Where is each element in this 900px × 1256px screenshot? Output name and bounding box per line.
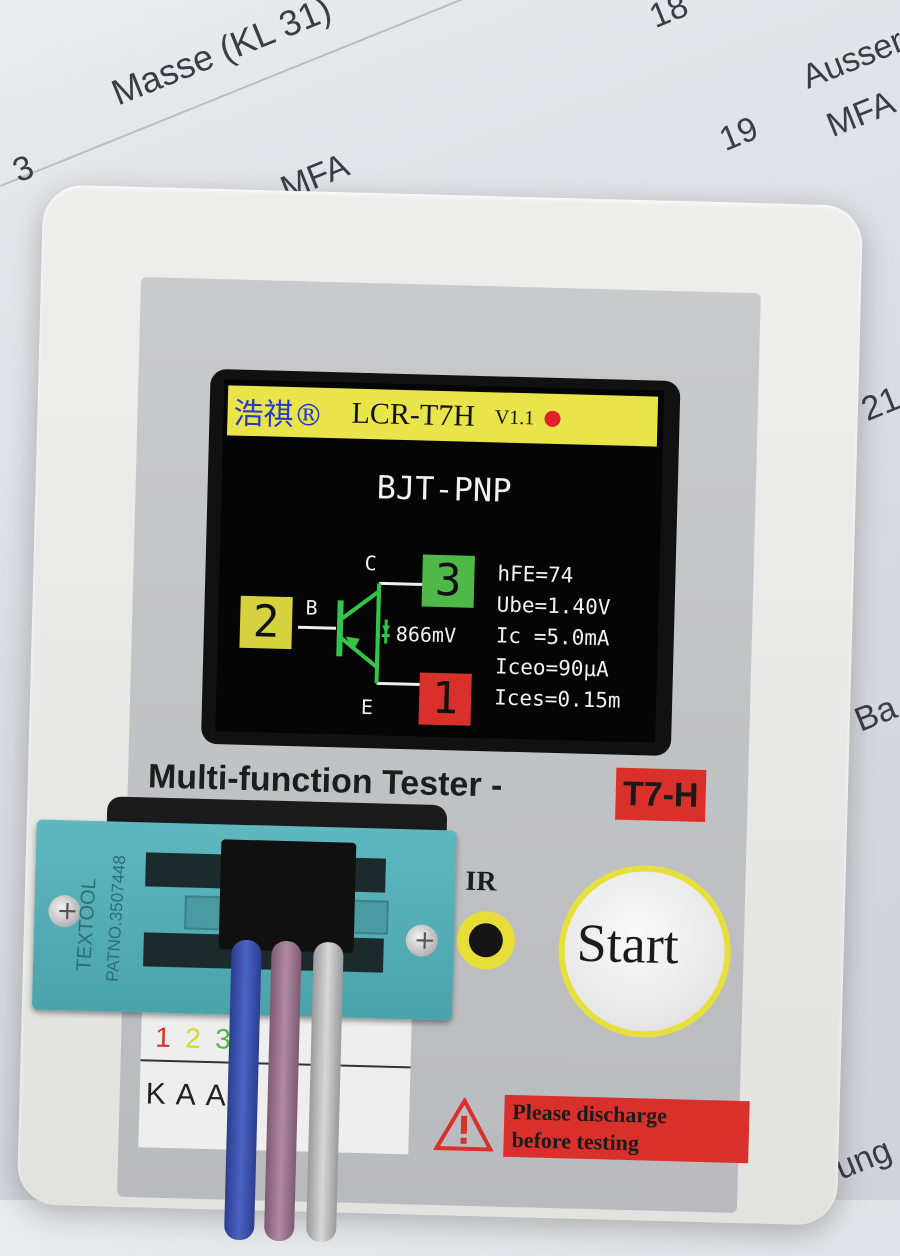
front-panel: 浩祺® LCR-T7H V1.1 BJT-PNP [117,277,761,1213]
reading-hfe: hFE=74 [497,561,573,587]
reading-ic: Ic =5.0mA [496,623,610,650]
collector-pin-badge: 3 [422,555,475,608]
ir-receiver-icon [456,911,515,970]
firmware-version: V1.1 [495,406,535,430]
grey-test-lead [306,942,344,1243]
paper-text-18: 18 [644,0,694,37]
legend-letter-a2: A [205,1079,226,1114]
legend-letter-k: K [145,1077,166,1112]
socket-patent: PATNO.3507448 [103,855,131,983]
base-label: B [305,595,318,619]
diode-voltage: 866mV [396,622,457,648]
screw-right-icon [405,924,438,957]
discharge-warning: Please discharge before testing [503,1095,750,1163]
collector-label: C [364,551,377,575]
emitter-label: E [361,695,374,719]
paper-text-19: 19 [714,109,764,159]
paper-text-ba: Ba [849,689,900,741]
base-pin-badge: 2 [239,596,292,649]
emitter-pin-badge: 1 [418,672,471,725]
reading-ube: Ube=1.40V [496,592,610,619]
lcd-screen: 浩祺® LCR-T7H V1.1 BJT-PNP [215,379,664,742]
warning-line-1: Please discharge [512,1099,667,1129]
reading-iceo: Iceo=90µA [495,654,609,681]
paper-text-mfa-2: MFA [821,83,900,145]
screen-bezel: 浩祺® LCR-T7H V1.1 BJT-PNP [201,369,681,756]
tester-device: 浩祺® LCR-T7H V1.1 BJT-PNP [17,184,863,1225]
reading-ices: Ices=0.15m [494,685,621,712]
title-bar: 浩祺® LCR-T7H V1.1 [227,385,658,446]
warning-triangle-icon [433,1097,494,1153]
status-dot-icon [544,411,560,427]
blue-test-lead [224,940,262,1241]
component-type: BJT-PNP [376,468,512,510]
ir-label: IR [465,866,497,899]
legend-pin-1: 1 [155,1022,171,1054]
socket-brand: TEXTOOL [73,878,102,972]
model-tag: T7-H [615,768,706,822]
brand-logo: 浩祺® [233,389,324,435]
model-name: LCR-T7H [351,397,475,434]
paper-text-ung: ung [830,1131,897,1188]
legend-letter-a1: A [175,1078,196,1113]
legend-pin-2: 2 [185,1022,201,1054]
warning-line-2: before testing [511,1127,639,1156]
start-button[interactable]: Start [556,863,732,1039]
purple-test-lead [264,941,302,1242]
paper-text-3: 3 [7,148,39,191]
start-button-label: Start [576,912,680,977]
test-lead-connector [219,839,357,952]
paper-text-21: 21 [856,379,900,429]
